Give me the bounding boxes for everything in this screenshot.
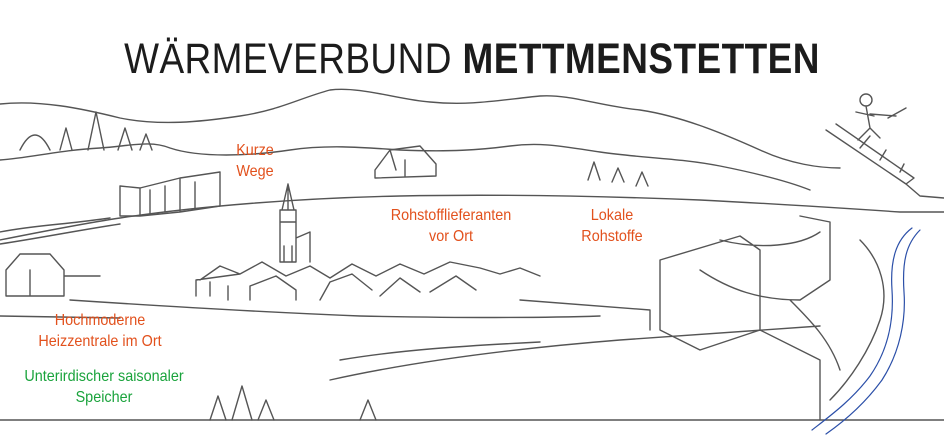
ski-jumper [855, 93, 907, 141]
village-houses [195, 261, 541, 301]
right-structures [659, 215, 885, 421]
farmhouse [374, 145, 437, 179]
mountain-ridge [0, 88, 841, 169]
modern-building [119, 171, 221, 217]
river [811, 227, 921, 435]
label-heizzentrale: Hochmoderne Heizzentrale im Ort [38, 312, 162, 350]
main-road-edge [0, 223, 121, 245]
forest-right [587, 161, 649, 187]
label-kurze-wege: Kurze Wege [236, 142, 274, 180]
lower-path [339, 341, 541, 361]
label-rohstofflieferanten: Rohstofflieferanten vor Ort [390, 207, 512, 245]
forest-bottom [209, 385, 377, 421]
church [279, 183, 311, 263]
mid-hills [0, 143, 811, 191]
main-road [0, 194, 944, 241]
page-title: WÄRMEVERBUND METTMENSTETTEN [66, 38, 878, 81]
ski-jump [825, 123, 944, 199]
label-lokale-rohstoffe: Lokale Rohstoffe [581, 207, 643, 245]
title-bold: METTMENSTETTEN [462, 35, 820, 83]
forest-left [19, 111, 153, 151]
foreground-fields [0, 299, 651, 331]
title-light: WÄRMEVERBUND [124, 35, 463, 83]
left-hill [0, 217, 111, 233]
left-farm [5, 253, 101, 297]
label-speicher: Unterirdischer saisonaler Speicher [24, 368, 184, 406]
